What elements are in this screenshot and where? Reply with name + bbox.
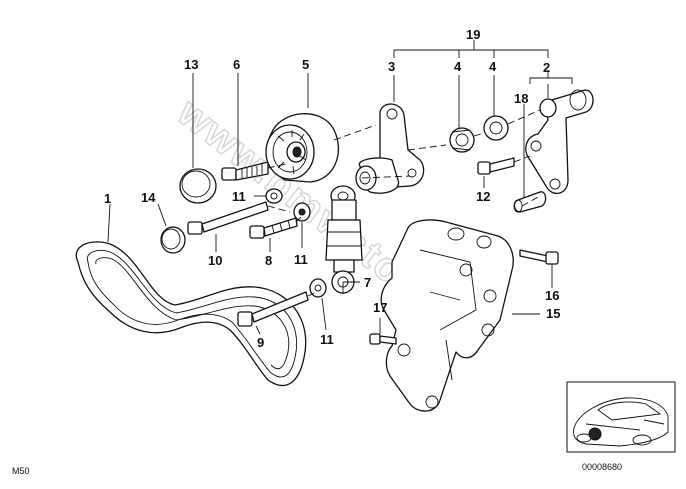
callout-16: 16	[545, 288, 559, 303]
part-10-long-bolt[interactable]	[187, 201, 269, 235]
callout-6: 6	[233, 57, 240, 72]
callout-2: 2	[543, 60, 550, 75]
part-17-small-bolt[interactable]	[369, 333, 397, 345]
callout-5: 5	[302, 57, 309, 72]
callout-8: 8	[265, 253, 272, 268]
callout-11-bottom: 11	[320, 332, 334, 347]
part-1-drive-belt[interactable]	[75, 241, 307, 387]
part-3-tensioner-arm[interactable]	[355, 103, 425, 194]
part-6-bolt[interactable]	[221, 161, 269, 181]
callout-labels: 1 2 3 4 4 5 6 7 8 9 10 11 11 11 12 13 14…	[104, 27, 560, 350]
part-12-bolt[interactable]	[477, 157, 515, 175]
part-18-sleeve[interactable]	[513, 191, 547, 213]
part-2-tensioner-bracket[interactable]	[525, 89, 594, 194]
part-11-washer-middle[interactable]	[293, 202, 311, 222]
model-code: M50	[12, 466, 30, 476]
callout-9: 9	[257, 335, 264, 350]
vehicle-location-inset: 00008680	[566, 381, 676, 472]
part-15-mounting-bracket[interactable]	[380, 219, 514, 412]
callout-15: 15	[546, 306, 560, 321]
engine-location-marker	[588, 427, 602, 441]
part-11-washer-top[interactable]	[265, 188, 283, 204]
part-9-bolt[interactable]	[237, 291, 309, 327]
callout-14: 14	[141, 190, 156, 205]
callout-12: 12	[476, 189, 490, 204]
callout-10: 10	[208, 253, 222, 268]
callout-17: 17	[373, 300, 387, 315]
callout-19: 19	[466, 27, 480, 42]
callout-4-left: 4	[454, 59, 462, 74]
callout-18: 18	[514, 91, 528, 106]
callout-bracket-19	[393, 40, 549, 58]
leader-lines	[107, 73, 553, 335]
callout-3: 3	[388, 59, 395, 74]
callout-4-right: 4	[489, 59, 497, 74]
part-4-bushing-left[interactable]	[449, 127, 475, 153]
diagram-number: 00008680	[582, 462, 622, 472]
part-8-bolt[interactable]	[249, 217, 298, 239]
callout-11-top: 11	[232, 189, 246, 204]
part-13-cover-cap[interactable]	[179, 168, 217, 204]
callout-13: 13	[184, 57, 198, 72]
part-5-idler-pulley[interactable]	[265, 113, 339, 183]
part-14-cap[interactable]	[160, 226, 186, 254]
part-16-stud-bolt[interactable]	[519, 249, 559, 265]
callout-1: 1	[104, 191, 111, 206]
part-7-belt-tensioner-damper[interactable]	[325, 185, 363, 294]
callout-7: 7	[364, 275, 371, 290]
callout-bracket-2	[529, 70, 573, 84]
part-4-bushing-right[interactable]	[483, 115, 509, 141]
callout-11-middle: 11	[294, 252, 308, 267]
